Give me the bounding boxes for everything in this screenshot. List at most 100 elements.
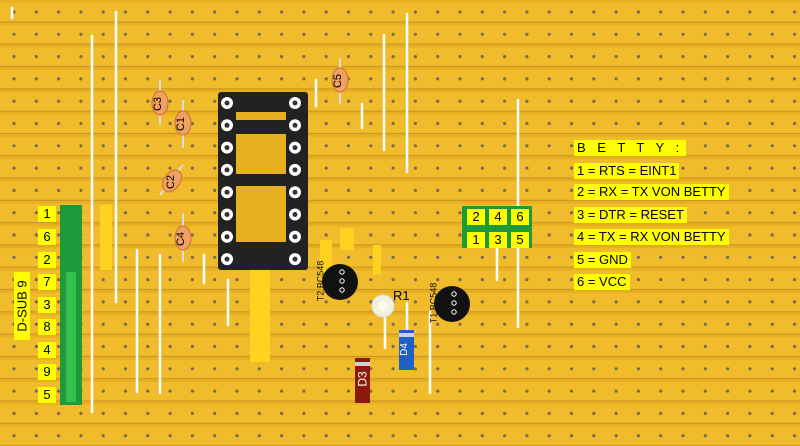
drill-hole	[190, 77, 194, 81]
drill-hole	[480, 121, 484, 126]
drill-hole	[569, 211, 574, 215]
drill-hole	[190, 233, 194, 237]
drill-hole	[235, 278, 239, 282]
drill-hole	[168, 255, 172, 259]
drill-hole	[213, 255, 217, 259]
drill-hole	[146, 411, 150, 415]
drill-hole	[213, 411, 217, 415]
drill-hole	[168, 233, 172, 237]
drill-hole	[726, 278, 730, 282]
drill-hole	[391, 211, 395, 215]
drill-hole	[659, 389, 663, 393]
drill-hole	[436, 144, 440, 148]
drill-hole	[34, 144, 38, 148]
drill-hole	[324, 300, 328, 304]
drill-hole	[324, 389, 328, 393]
drill-hole	[101, 166, 105, 170]
drill-hole	[280, 367, 284, 371]
drill-hole	[480, 278, 484, 282]
drill-hole	[57, 188, 61, 192]
drill-hole	[302, 300, 306, 304]
drill-hole	[436, 32, 440, 36]
drill-hole	[480, 55, 484, 59]
drill-hole	[280, 77, 284, 81]
drill-hole	[346, 434, 351, 438]
drill-hole	[792, 55, 797, 59]
drill-hole	[770, 77, 774, 81]
drill-hole	[369, 99, 373, 103]
drill-hole	[346, 344, 351, 349]
diode-d3	[355, 358, 370, 403]
drill-hole	[213, 99, 217, 103]
t2-label: T2 BC548	[315, 260, 326, 302]
drill-hole	[636, 255, 641, 259]
copper-track	[0, 382, 800, 401]
drill-hole	[703, 411, 707, 415]
drill-hole	[659, 99, 663, 103]
betty-line: 3 = DTR = RESET	[574, 207, 687, 223]
drill-hole	[168, 121, 172, 126]
copper-track	[0, 270, 800, 289]
drill-hole	[748, 278, 752, 282]
drill-hole	[748, 233, 752, 237]
drill-hole	[614, 344, 618, 349]
drill-hole	[592, 99, 596, 103]
drill-hole	[503, 367, 507, 371]
drill-hole	[79, 77, 83, 81]
drill-hole	[703, 144, 707, 148]
drill-hole	[369, 411, 373, 415]
drill-hole	[703, 344, 707, 349]
d4-label: D4	[398, 343, 410, 356]
dsub-pin: 4	[38, 342, 56, 358]
drill-hole	[569, 367, 574, 371]
dsub-pin: 2	[38, 252, 56, 268]
c2-label: C2	[165, 174, 178, 190]
drill-hole	[659, 32, 663, 36]
copper-track	[0, 315, 800, 334]
drill-hole	[369, 144, 373, 148]
socket-pins	[221, 97, 301, 266]
drill-hole	[770, 211, 774, 215]
copper-track	[0, 92, 800, 111]
drill-hole	[436, 255, 440, 259]
drill-hole	[235, 322, 239, 326]
drill-hole	[57, 389, 61, 393]
drill-hole	[346, 99, 351, 103]
drill-hole	[547, 255, 551, 259]
drill-hole	[190, 300, 194, 304]
betty-title: B E T T Y :	[574, 140, 687, 156]
drill-hole	[792, 166, 797, 170]
socket-pin-hole	[292, 189, 298, 195]
drill-hole	[726, 121, 730, 126]
drill-hole	[792, 278, 797, 282]
drill-hole	[614, 10, 618, 14]
drill-hole	[123, 121, 128, 126]
drill-hole	[458, 77, 462, 81]
drill-hole	[569, 166, 574, 170]
drill-hole	[770, 144, 774, 148]
drill-hole	[79, 144, 83, 148]
drill-hole	[436, 434, 440, 438]
drill-hole	[726, 367, 730, 371]
drill-hole	[458, 255, 462, 259]
drill-hole	[726, 389, 730, 393]
drill-hole	[57, 255, 61, 259]
drill-hole	[569, 121, 574, 126]
drill-hole	[569, 300, 574, 304]
drill-hole	[703, 255, 707, 259]
drill-hole	[213, 211, 217, 215]
drill-hole	[34, 344, 38, 349]
drill-hole	[770, 411, 774, 415]
drill-hole	[235, 10, 239, 14]
drill-hole	[146, 188, 150, 192]
drill-hole	[34, 211, 38, 215]
drill-hole	[503, 389, 507, 393]
drill-hole	[792, 322, 797, 326]
drill-hole	[302, 322, 306, 326]
drill-hole	[57, 434, 61, 438]
c1-label: C1	[175, 116, 188, 132]
copper-tracks	[0, 3, 800, 446]
socket-gap	[236, 134, 286, 174]
drill-hole	[748, 300, 752, 304]
drill-hole	[413, 434, 417, 438]
